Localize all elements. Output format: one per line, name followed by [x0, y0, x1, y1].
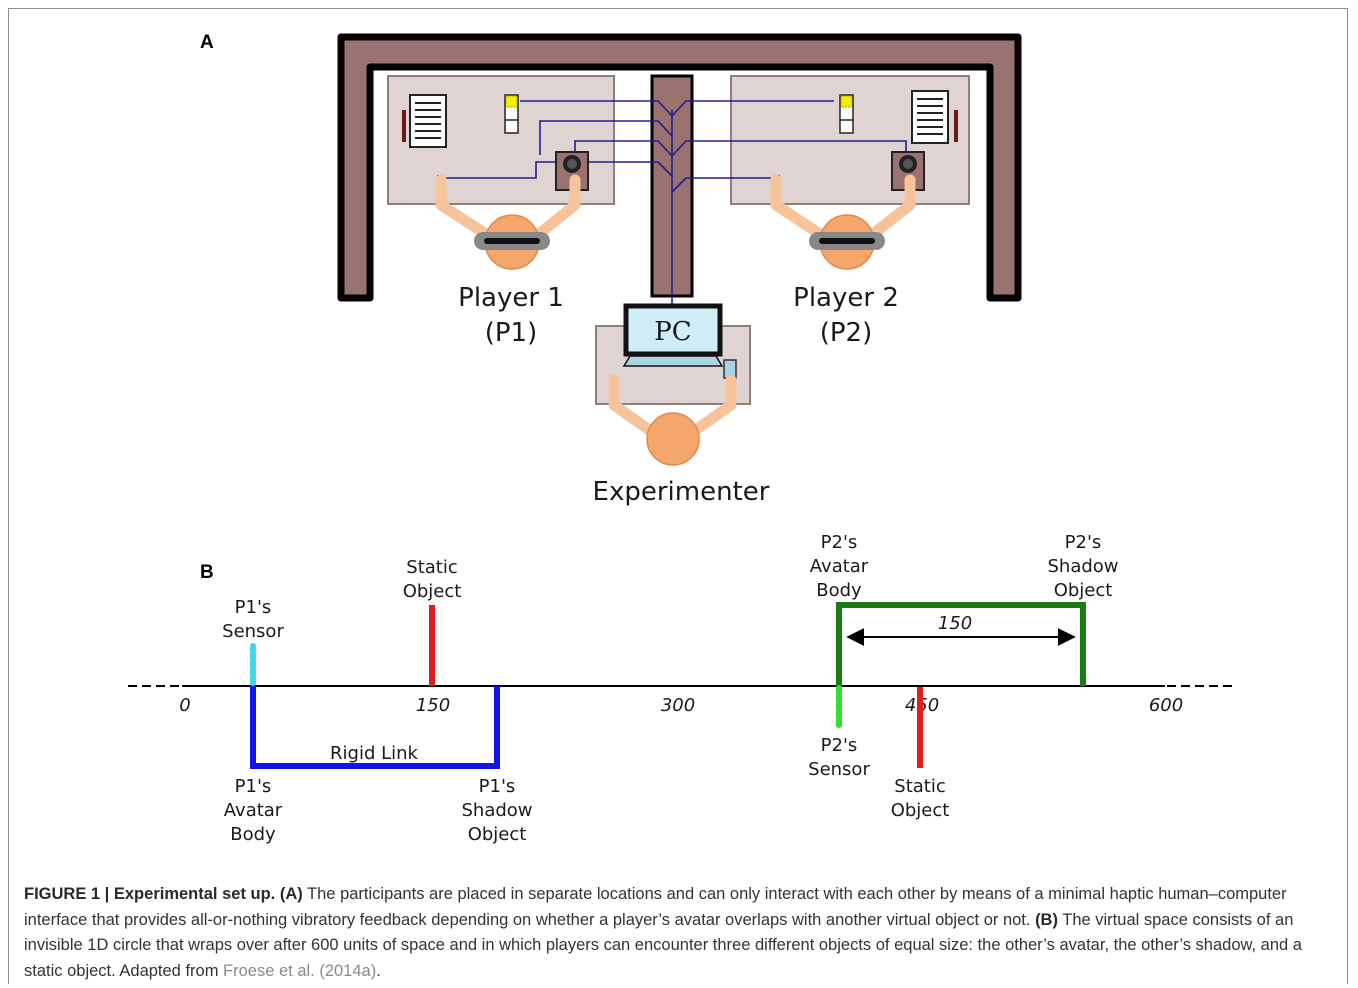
tick-label: 150	[416, 695, 450, 716]
room-walls	[337, 33, 1022, 302]
p2-shadow-object-label-line2: Shadow	[1047, 556, 1118, 577]
p1-sensor-label-line1: P1's	[235, 597, 272, 618]
p2-shadow-object-label-line3: Object	[1054, 580, 1113, 601]
figure-caption: FIGURE 1 | Experimental set up. (A) The …	[24, 882, 1342, 984]
experimenter-figure	[608, 374, 737, 466]
p1-avatar-shadow-link	[250, 686, 500, 769]
rigid-link-label: Rigid Link	[330, 743, 419, 764]
player-2-code-label: (P2)	[820, 318, 873, 348]
p1-document-icon	[402, 94, 447, 148]
p2-shadow-object-label-line1: P2's	[1065, 532, 1102, 553]
caption-ending: .	[376, 961, 381, 980]
tick-label: 300	[661, 695, 695, 716]
player-1-code-label: (P1)	[485, 318, 538, 348]
panel-b-letter: B	[200, 562, 214, 583]
distance-label: 150	[938, 613, 972, 634]
static-object-1-label-line2: Object	[403, 581, 462, 602]
caption-title: FIGURE 1 | Experimental set up.	[24, 885, 276, 903]
panel-b: B 0 150 300 450 600 P1's Sensor Static O…	[128, 532, 1232, 845]
p2-avatar-body-label-line1: P2's	[821, 532, 858, 553]
experimenter-label: Experimenter	[593, 477, 770, 507]
caption-part-a-marker: (A)	[279, 885, 303, 903]
pc-monitor-icon: PC	[622, 303, 724, 367]
caption-part-b-marker: (B)	[1035, 910, 1058, 929]
p2-led-indicator-icon	[839, 94, 854, 134]
panel-a-letter: A	[200, 32, 214, 53]
tick-label: 0	[179, 695, 190, 716]
player-2-label: Player 2	[793, 283, 899, 313]
player-1-figure	[435, 174, 581, 270]
p2-sensor-label-line1: P2's	[821, 735, 858, 756]
static-object-1-label-line1: Static	[406, 557, 457, 578]
p1-led-indicator-icon	[504, 94, 519, 134]
p2-avatar-shadow-link	[836, 602, 1086, 686]
p2-avatar-body-label-line3: Body	[816, 580, 862, 601]
p1-avatar-body-label-line1: P1's	[235, 776, 272, 797]
pc-label: PC	[654, 317, 691, 347]
tick-label: 600	[1149, 695, 1183, 716]
static-object-2-label-line1: Static	[894, 776, 945, 797]
static-object-2-label-line2: Object	[891, 800, 950, 821]
player-2-figure	[770, 174, 916, 270]
player-1-label: Player 1	[458, 283, 564, 313]
p1-avatar-body-label-line2: Avatar	[224, 800, 283, 821]
p2-sensor-label-line2: Sensor	[808, 759, 870, 780]
p1-avatar-body-label-line3: Body	[230, 824, 276, 845]
caption-reference-link[interactable]: Froese et al. (2014a)	[223, 961, 377, 980]
figure-diagram: A	[128, 32, 1232, 845]
p1-shadow-object-label-line2: Shadow	[461, 800, 532, 821]
panel-a: A	[200, 32, 1022, 507]
p1-shadow-object-label-line3: Object	[468, 824, 527, 845]
p1-sensor-label-line2: Sensor	[222, 621, 284, 642]
caption-part-a-text: The participants are placed in separate …	[24, 885, 1287, 929]
p2-document-icon	[911, 90, 958, 144]
p2-avatar-body-label-line2: Avatar	[810, 556, 869, 577]
figure-frame	[8, 8, 1348, 984]
caption-part-b-text: The virtual space consists of an invisib…	[24, 910, 1302, 980]
p1-shadow-object-label-line1: P1's	[479, 776, 516, 797]
